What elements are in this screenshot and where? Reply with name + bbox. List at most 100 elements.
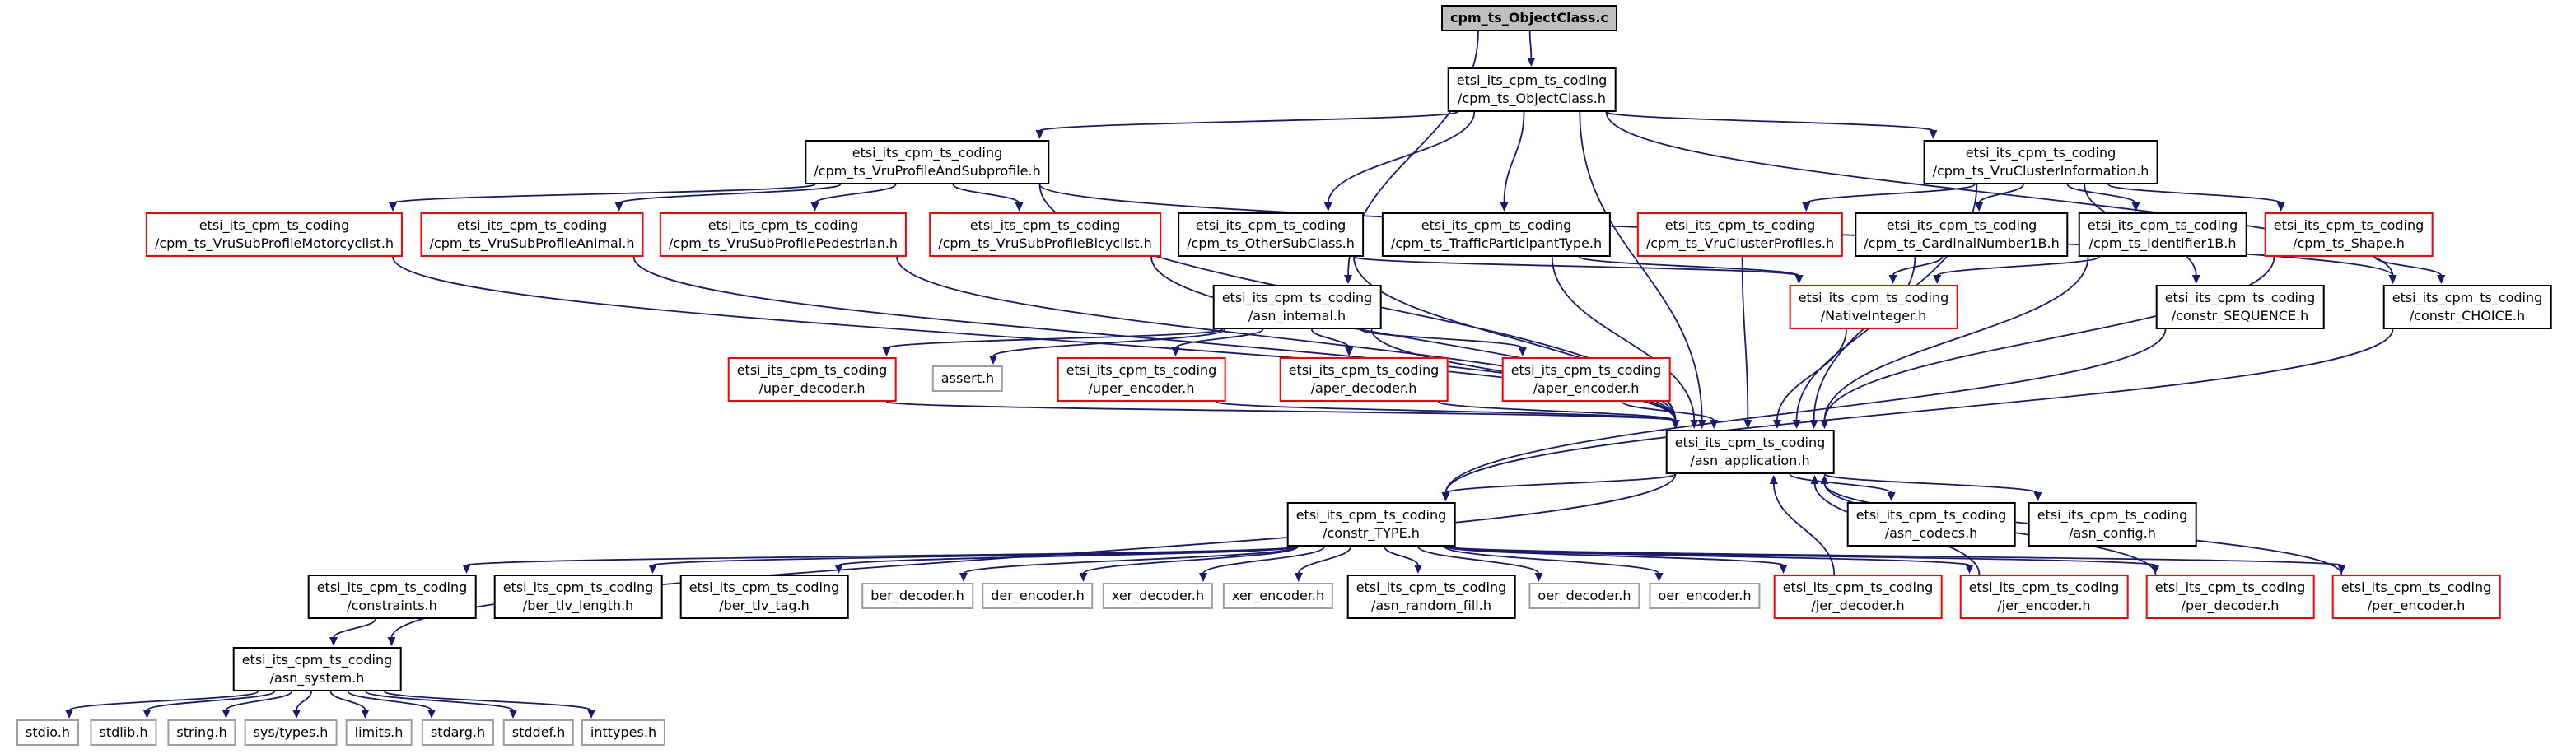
- graph-node-asninternal[interactable]: etsi_its_cpm_ts_coding/asn_internal.h: [1212, 285, 1382, 329]
- edge-arrowhead: [882, 347, 891, 356]
- graph-node-apere[interactable]: etsi_its_cpm_ts_coding/aper_encoder.h: [1501, 357, 1671, 402]
- edge-arrowhead: [1820, 420, 1829, 429]
- edge-arrowhead: [1794, 275, 1804, 284]
- edge-arrowhead: [1933, 275, 1942, 284]
- graph-node-label: etsi_its_cpm_ts_coding: [2392, 290, 2543, 305]
- graph-node-vruprof[interactable]: etsi_its_cpm_ts_coding/cpm_ts_VruProfile…: [805, 140, 1050, 184]
- edge-upere-asnapp: [1215, 401, 1677, 421]
- graph-node-label: etsi_its_cpm_ts_coding: [316, 579, 468, 595]
- graph-node-btlvlen[interactable]: etsi_its_cpm_ts_coding/ber_tlv_length.h: [493, 575, 663, 619]
- graph-node-xere: xer_encoder.h: [1222, 583, 1334, 609]
- graph-node-label: /asn_application.h: [1690, 453, 1810, 468]
- edge-arrowhead: [1441, 492, 1450, 501]
- edge-aperd-asnapp: [1437, 401, 1677, 421]
- edge-arrowhead: [1769, 475, 1778, 484]
- graph-node-label: etsi_its_cpm_ts_coding: [1968, 579, 2120, 595]
- edge-vruprof-moto: [392, 184, 816, 204]
- edge-asninternal-apere: [1360, 328, 1524, 349]
- edge-ctype-randfill: [1384, 546, 1419, 566]
- graph-node-jere[interactable]: etsi_its_cpm_ts_coding/jer_encoder.h: [1959, 575, 2129, 619]
- graph-node-upere[interactable]: etsi_its_cpm_ts_coding/uper_encoder.h: [1057, 357, 1226, 402]
- graph-node-asnapp[interactable]: etsi_its_cpm_ts_coding/asn_application.h: [1665, 430, 1835, 474]
- graph-node-btlvtag[interactable]: etsi_its_cpm_ts_coding/ber_tlv_tag.h: [679, 575, 849, 619]
- edge-ctype-constraints: [465, 546, 1298, 566]
- graph-node-cchoice[interactable]: etsi_its_cpm_ts_coding/constr_CHOICE.h: [2382, 285, 2552, 329]
- graph-node-constraints[interactable]: etsi_its_cpm_ts_coding/constraints.h: [307, 575, 477, 619]
- graph-node-label: etsi_its_cpm_ts_coding: [1421, 217, 1572, 233]
- edge-asnapp-config: [1823, 473, 2039, 494]
- graph-node-limits: limits.h: [345, 719, 413, 746]
- edge-arrowhead: [1199, 573, 1207, 582]
- graph-node-codecs[interactable]: etsi_its_cpm_ts_coding/asn_codecs.h: [1846, 502, 2016, 547]
- graph-node-label: /cpm_ts_TrafficParticipantType.h: [1390, 235, 1603, 251]
- graph-node-shape[interactable]: etsi_its_cpm_ts_coding/cpm_ts_Shape.h: [2264, 212, 2434, 257]
- edge-ctype-oerd: [1417, 546, 1540, 575]
- graph-node-label: etsi_its_cpm_ts_coding: [1288, 362, 1440, 378]
- edge-arrowhead: [1887, 492, 1896, 501]
- graph-node-label: /uper_encoder.h: [1088, 380, 1195, 396]
- graph-node-ctype[interactable]: etsi_its_cpm_ts_coding/constr_TYPE.h: [1286, 502, 1456, 547]
- graph-node-label: /asn_random_fill.h: [1371, 598, 1491, 613]
- edge-arrowhead: [1413, 565, 1422, 574]
- graph-node-jerd[interactable]: etsi_its_cpm_ts_coding/jer_decoder.h: [1773, 575, 1943, 619]
- graph-node-objh[interactable]: etsi_its_cpm_ts_coding/cpm_ts_ObjectClas…: [1447, 67, 1617, 112]
- graph-node-label: /cpm_ts_Shape.h: [2293, 235, 2405, 251]
- graph-node-asserth: assert.h: [931, 365, 1004, 392]
- graph-node-label: etsi_its_cpm_ts_coding: [1456, 72, 1608, 88]
- graph-node-label: der_encoder.h: [991, 588, 1085, 603]
- edge-arrowhead: [142, 710, 152, 719]
- graph-node-pere[interactable]: etsi_its_cpm_ts_coding/per_encoder.h: [2331, 575, 2501, 619]
- graph-node-vruclusinfo[interactable]: etsi_its_cpm_ts_coding/cpm_ts_VruCluster…: [1923, 140, 2158, 184]
- edge-arrowhead: [1792, 420, 1801, 429]
- graph-node-stdarg: stdarg.h: [421, 719, 495, 746]
- graph-node-moto[interactable]: etsi_its_cpm_ts_coding/cpm_ts_VruSubProf…: [145, 212, 404, 257]
- graph-node-oerd: oer_decoder.h: [1528, 583, 1640, 609]
- edge-vruclusinfo-clusprof: [1805, 184, 1976, 204]
- edge-jerd-asnapp: [1772, 482, 1836, 575]
- edge-asninternal-uperd: [885, 328, 1224, 349]
- edge-vruprof-bicy: [952, 184, 1020, 204]
- graph-node-ident1b[interactable]: etsi_its_cpm_ts_coding/cpm_ts_Identifier…: [2078, 212, 2247, 257]
- graph-node-animal[interactable]: etsi_its_cpm_ts_coding/cpm_ts_VruSubProf…: [420, 212, 644, 257]
- graph-node-label: /aper_encoder.h: [1533, 380, 1640, 396]
- edge-asnsys-stdarg: [347, 691, 432, 711]
- graph-node-clusprof[interactable]: etsi_its_cpm_ts_coding/cpm_ts_VruCluster…: [1636, 212, 1844, 257]
- graph-node-label: cpm_ts_ObjectClass.c: [1450, 10, 1608, 26]
- edge-arrowhead: [2191, 275, 2200, 284]
- graph-node-label: /ber_tlv_tag.h: [719, 598, 810, 613]
- graph-node-label: /jer_decoder.h: [1811, 598, 1905, 613]
- graph-node-cardinal[interactable]: etsi_its_cpm_ts_coding/cpm_ts_CardinalNu…: [1855, 212, 2069, 257]
- graph-node-bicy[interactable]: etsi_its_cpm_ts_coding/cpm_ts_VruSubProf…: [929, 212, 1161, 257]
- graph-node-label: etsi_its_cpm_ts_coding: [2087, 217, 2238, 233]
- edge-arrowhead: [1975, 202, 1984, 212]
- graph-node-label: etsi_its_cpm_ts_coding: [2164, 290, 2316, 305]
- edge-arrowhead: [1779, 565, 1788, 574]
- edge-ctype-jerd: [1444, 546, 1785, 566]
- graph-node-nativeint[interactable]: etsi_its_cpm_ts_coding/NativeInteger.h: [1789, 285, 1958, 329]
- graph-node-uperd[interactable]: etsi_its_cpm_ts_coding/uper_decoder.h: [727, 357, 897, 402]
- edge-ctype-berd: [963, 546, 1298, 575]
- graph-node-config[interactable]: etsi_its_cpm_ts_coding/asn_config.h: [2028, 502, 2197, 547]
- graph-node-perd[interactable]: etsi_its_cpm_ts_coding/per_decoder.h: [2145, 575, 2315, 619]
- edge-arrowhead: [1344, 275, 1353, 284]
- graph-node-traffic[interactable]: etsi_its_cpm_ts_coding/cpm_ts_TrafficPar…: [1381, 212, 1612, 257]
- graph-node-label: /cpm_ts_VruSubProfileMotorcyclist.h: [154, 235, 394, 251]
- graph-node-cseq[interactable]: etsi_its_cpm_ts_coding/constr_SEQUENCE.h: [2155, 285, 2325, 329]
- graph-node-aperd[interactable]: etsi_its_cpm_ts_coding/aper_decoder.h: [1279, 357, 1449, 402]
- graph-node-label: etsi_its_cpm_ts_coding: [852, 145, 1003, 161]
- edge-uperd-asnapp: [885, 401, 1677, 421]
- edge-asnsys-stddef: [365, 691, 514, 711]
- graph-node-randfill[interactable]: etsi_its_cpm_ts_coding/asn_random_fill.h: [1346, 575, 1516, 619]
- graph-node-asnsys[interactable]: etsi_its_cpm_ts_coding/asn_system.h: [232, 647, 402, 691]
- graph-node-label: etsi_its_cpm_ts_coding: [736, 362, 888, 378]
- graph-node-label: etsi_its_cpm_ts_coding: [1066, 362, 1217, 378]
- graph-node-ped[interactable]: etsi_its_cpm_ts_coding/cpm_ts_VruSubProf…: [659, 212, 908, 257]
- graph-node-label: /ber_tlv_length.h: [522, 598, 634, 613]
- edge-asnapp-codecs: [1789, 473, 1892, 494]
- graph-node-othersub[interactable]: etsi_its_cpm_ts_coding/cpm_ts_OtherSubCl…: [1178, 212, 1364, 257]
- edge-asninternal-asserth: [992, 328, 1225, 357]
- graph-node-label: /cpm_ts_VruSubProfileBicyclist.h: [938, 235, 1152, 251]
- edge-arrowhead: [462, 565, 471, 574]
- edge-asnsys-inttypes: [383, 691, 592, 711]
